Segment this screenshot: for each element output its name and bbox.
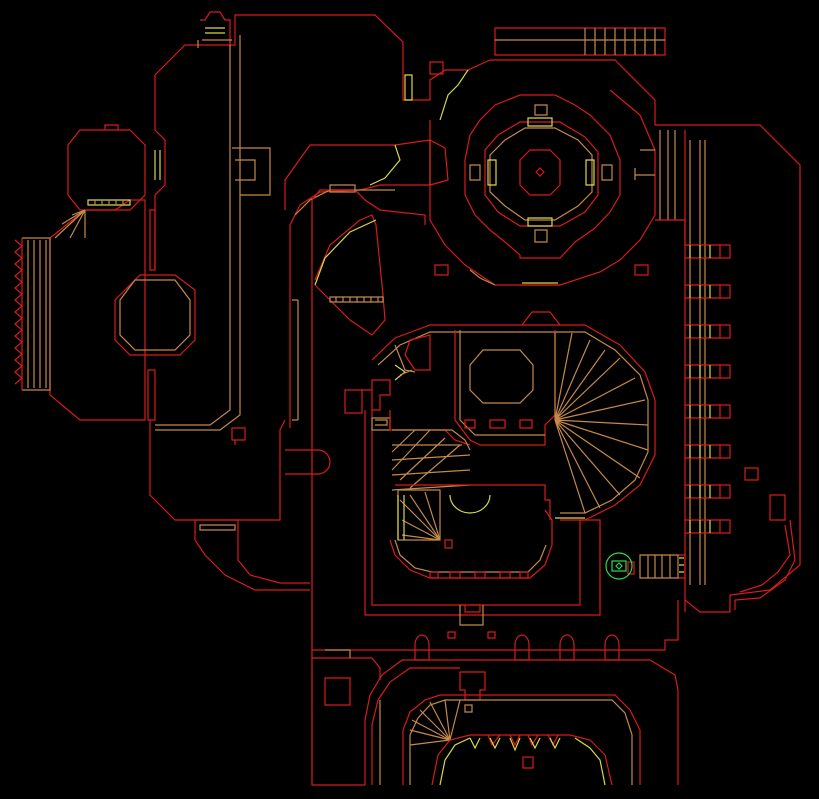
left-wing-rooms [14,11,801,591]
player-position-ring [605,552,633,580]
player-arrow-icon [611,560,627,572]
bottom-area [311,634,679,786]
octagon-chamber [404,27,666,286]
player-marker [605,552,633,580]
middle-complex [312,311,686,651]
central-corridor [284,139,449,650]
player-arrow-tip [615,562,623,570]
right-wing-rooms [655,130,801,613]
